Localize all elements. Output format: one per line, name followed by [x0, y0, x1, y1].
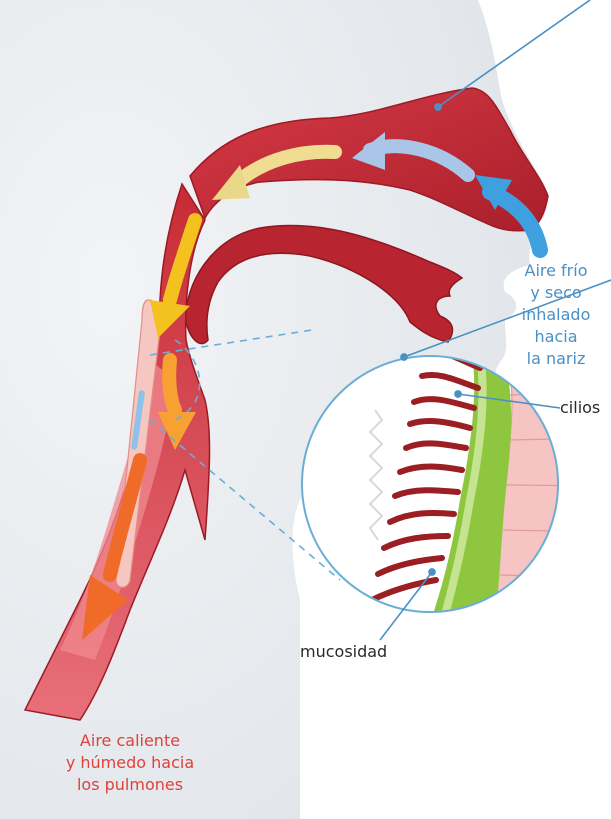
cold-air-line-4: hacia: [508, 326, 604, 348]
cilia-zoom-view: [302, 340, 611, 650]
warm-air-line-2: y húmedo hacia: [20, 752, 240, 774]
cold-air-line-5: la nariz: [508, 348, 604, 370]
cold-air-label: Aire frío y seco inhalado hacia la nariz: [508, 260, 604, 370]
warm-air-label: Aire caliente y húmedo hacia los pulmone…: [20, 730, 240, 796]
warm-air-line-1: Aire caliente: [20, 730, 240, 752]
warm-air-line-3: los pulmones: [20, 774, 240, 796]
warm-air-arrow-2: [169, 360, 175, 410]
mucus-label: mucosidad: [300, 642, 387, 662]
cold-air-line-2: y seco: [508, 282, 604, 304]
cilia-label: cilios: [560, 398, 600, 418]
cold-air-line-1: Aire frío: [508, 260, 604, 282]
cold-air-line-3: inhalado: [508, 304, 604, 326]
